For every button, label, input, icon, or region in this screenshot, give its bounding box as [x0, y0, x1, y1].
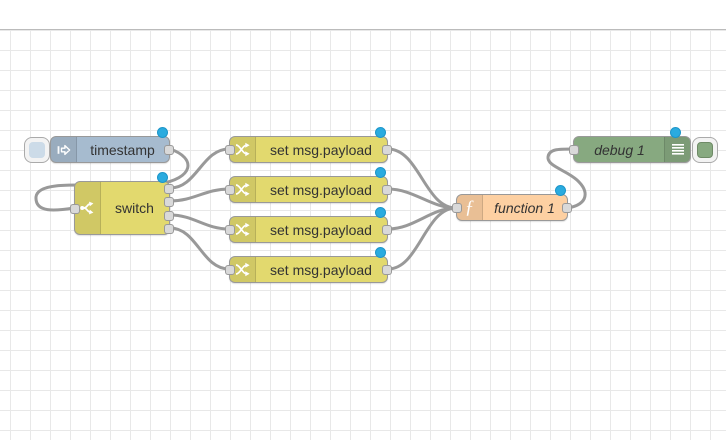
function-icon-region: ƒ	[457, 195, 483, 220]
wire-function-to-debug[interactable]	[546, 147, 587, 210]
debug-icon-region	[664, 137, 690, 162]
shuffle-icon	[235, 182, 250, 197]
node-change-4[interactable]: set msg.payload	[225, 247, 392, 283]
debug-toggle-button-face[interactable]	[697, 142, 713, 158]
node-label: switch	[115, 200, 154, 216]
modified-indicator	[375, 207, 386, 218]
modified-indicator	[670, 127, 681, 138]
inject-trigger-button-face[interactable]	[29, 142, 45, 158]
switch-fork-icon	[79, 201, 93, 215]
inject-icon-region	[51, 137, 77, 162]
node-label: set msg.payload	[270, 221, 372, 238]
input-port[interactable]	[70, 204, 80, 214]
input-port[interactable]	[225, 225, 235, 235]
change-icon-region	[230, 137, 256, 162]
header-strip	[0, 0, 726, 30]
modified-indicator	[157, 172, 168, 183]
shuffle-icon	[235, 222, 250, 237]
wire-switch4-to-change4[interactable]	[168, 226, 231, 271]
node-switch[interactable]: switch	[70, 172, 174, 235]
debug-list-icon	[671, 143, 684, 155]
node-change-1[interactable]: set msg.payload	[225, 127, 392, 163]
node-change-3[interactable]: set msg.payload	[225, 207, 392, 243]
output-port-2[interactable]	[164, 197, 174, 207]
shuffle-icon	[235, 142, 250, 157]
input-port[interactable]	[225, 185, 235, 195]
shuffle-icon	[235, 262, 250, 277]
node-inject-timestamp[interactable]: timestamp	[24, 127, 174, 163]
input-port[interactable]	[569, 145, 579, 155]
wire-switch2-to-change2[interactable]	[168, 187, 231, 203]
output-port-1[interactable]	[164, 184, 174, 194]
output-port-4[interactable]	[164, 224, 174, 234]
modified-indicator	[157, 127, 168, 138]
modified-indicator	[375, 167, 386, 178]
node-label: function 1	[494, 199, 555, 216]
node-debug[interactable]: debug 1	[569, 127, 718, 163]
inject-arrow-icon	[57, 144, 70, 155]
node-label: debug 1	[594, 141, 645, 158]
output-port[interactable]	[382, 185, 392, 195]
input-port[interactable]	[225, 265, 235, 275]
input-port[interactable]	[225, 145, 235, 155]
modified-indicator	[375, 247, 386, 258]
change-icon-region	[230, 217, 256, 242]
inject-trigger-button[interactable]	[24, 137, 50, 163]
output-port[interactable]	[164, 145, 174, 155]
output-port[interactable]	[382, 265, 392, 275]
output-port[interactable]	[382, 145, 392, 155]
node-label: set msg.payload	[270, 141, 372, 158]
node-change-2[interactable]: set msg.payload	[225, 167, 392, 203]
wire-switch3-to-change3[interactable]	[168, 213, 231, 231]
modified-indicator	[375, 127, 386, 138]
modified-indicator	[555, 185, 566, 196]
node-function[interactable]: ƒ function 1	[452, 185, 572, 221]
function-icon: ƒ	[464, 197, 475, 218]
node-label: timestamp	[90, 141, 155, 158]
wire-change4-to-function[interactable]	[386, 206, 458, 271]
output-port-3[interactable]	[164, 211, 174, 221]
node-label: set msg.payload	[270, 261, 372, 278]
debug-toggle-button[interactable]	[692, 137, 718, 163]
output-port[interactable]	[382, 225, 392, 235]
output-port[interactable]	[562, 203, 572, 213]
input-port[interactable]	[452, 203, 462, 213]
node-label: set msg.payload	[270, 181, 372, 198]
wire-switch1-to-change1[interactable]	[168, 147, 231, 190]
